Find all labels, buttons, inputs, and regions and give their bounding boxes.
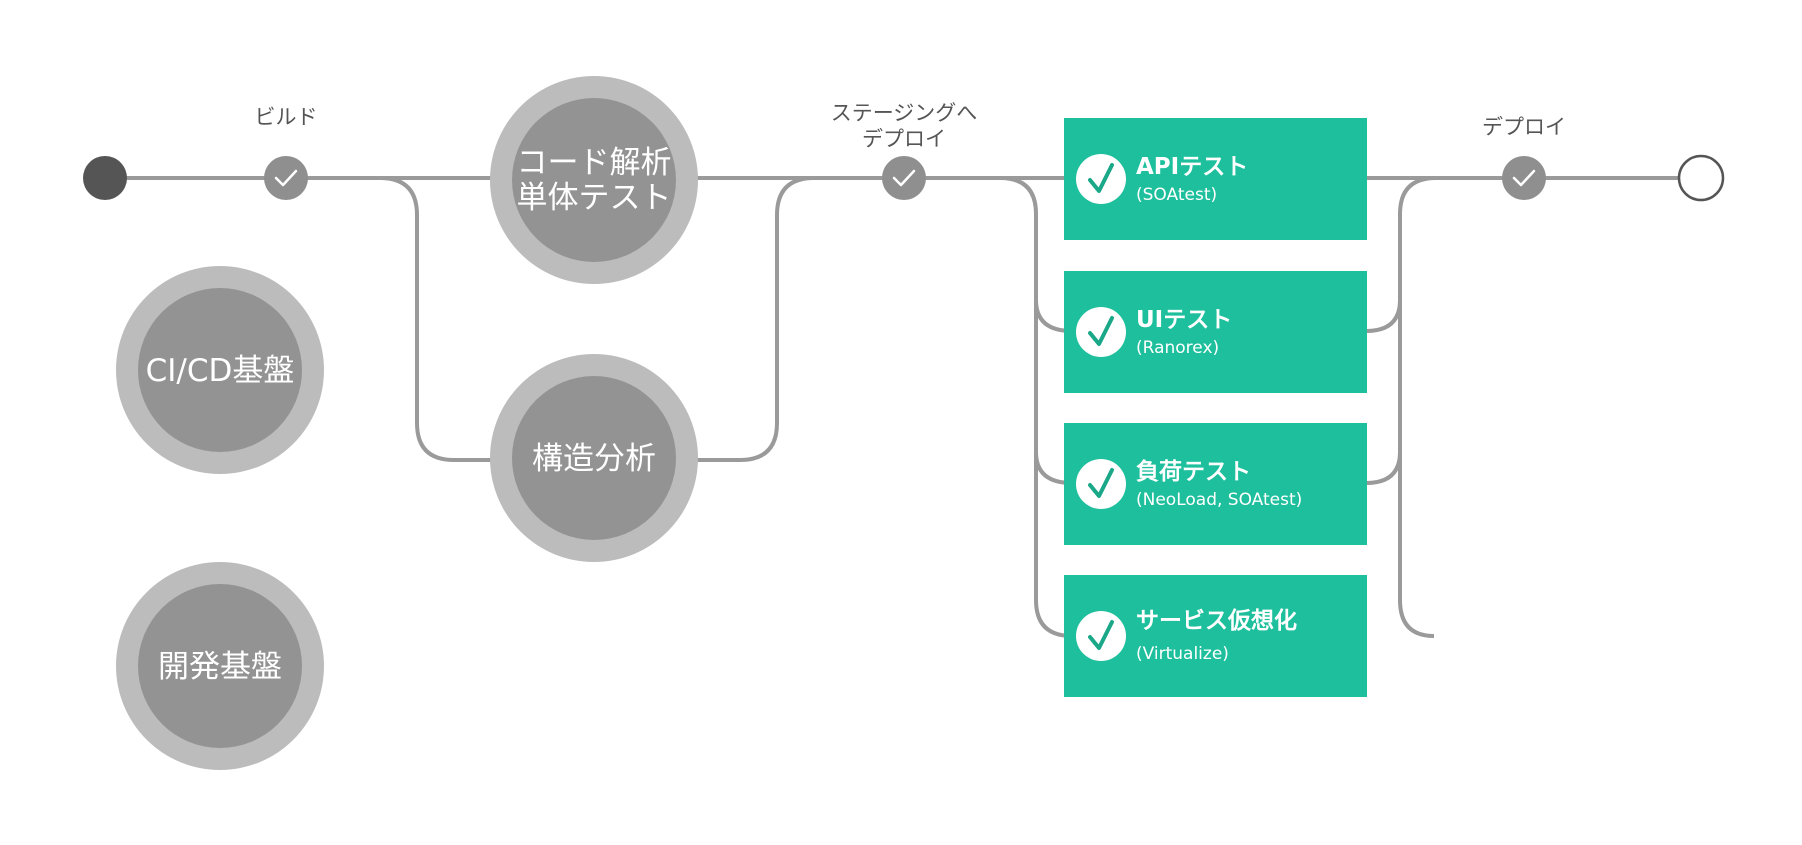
step-deploy-marker: [1502, 156, 1546, 200]
bubble-cicd-label: CI/CD基盤: [146, 353, 295, 389]
step-staging-label-line1: ステージングへ: [831, 101, 978, 125]
card-service-virtualization: サービス仮想化 (Virtualize): [1064, 575, 1367, 697]
bubble-inner: [512, 98, 676, 262]
card-ui-test: UIテスト (Ranorex): [1064, 271, 1367, 393]
bubble-inner: [138, 584, 302, 748]
step-deploy-label: デプロイ: [1482, 115, 1566, 139]
step-build-marker: [264, 156, 308, 200]
check-icon: [1088, 316, 1114, 346]
bubble-dev-label: 開発基盤: [158, 649, 282, 685]
check-icon: [892, 169, 916, 187]
bubble-inner: [138, 288, 302, 452]
check-icon: [1088, 468, 1114, 498]
pipeline-start-node: [83, 156, 127, 200]
bubble-structure-analysis: 構造分析: [490, 354, 698, 562]
check-icon: [274, 169, 298, 187]
check-icon: [1088, 620, 1114, 650]
card-load-test: 負荷テスト (NeoLoad, SOAtest): [1064, 423, 1367, 545]
card-virtualize-title: サービス仮想化: [1136, 607, 1297, 634]
tests-fan-right-line: [1398, 176, 1437, 638]
step-build: ビルド: [255, 105, 318, 200]
fan-right-load: [1365, 451, 1402, 485]
fan-right-ui: [1365, 299, 1402, 333]
bubble-cicd-platform: CI/CD基盤: [116, 266, 324, 474]
bubble-code-analysis-line2: 単体テスト: [517, 180, 672, 216]
card-load-subtitle: (NeoLoad, SOAtest): [1136, 490, 1302, 510]
card-api-subtitle: (SOAtest): [1136, 185, 1217, 205]
bubble-code-analysis: コード解析 単体テスト: [490, 76, 698, 284]
card-ui-subtitle: (Ranorex): [1136, 338, 1219, 358]
step-deploy: デプロイ: [1482, 115, 1566, 200]
step-staging-label-line2: デプロイ: [862, 127, 946, 151]
card-virtualize-subtitle: (Virtualize): [1136, 644, 1229, 664]
step-staging-deploy: ステージングへ デプロイ: [831, 101, 978, 200]
pipeline-end-node: [1677, 154, 1725, 202]
step-staging-marker: [882, 156, 926, 200]
card-api-test: APIテスト (SOAtest): [1064, 118, 1367, 240]
tests-fan-left-line: [999, 176, 1073, 638]
bubble-code-analysis-line1: コード解析: [517, 145, 672, 181]
bubble-structure-label: 構造分析: [532, 441, 656, 477]
card-api-title: APIテスト: [1136, 154, 1248, 180]
card-check-badge: [1076, 154, 1126, 204]
bubble-dev-platform: 開発基盤: [116, 562, 324, 770]
bubble-inner: [512, 376, 676, 540]
card-check-badge: [1076, 307, 1126, 357]
check-icon: [1088, 163, 1114, 193]
connector-lines: [105, 176, 1700, 638]
check-icon: [1512, 169, 1536, 187]
card-check-badge: [1076, 611, 1126, 661]
card-check-badge: [1076, 459, 1126, 509]
card-load-title: 負荷テスト: [1136, 458, 1251, 485]
step-build-label: ビルド: [255, 105, 318, 129]
card-ui-title: UIテスト: [1136, 307, 1232, 333]
